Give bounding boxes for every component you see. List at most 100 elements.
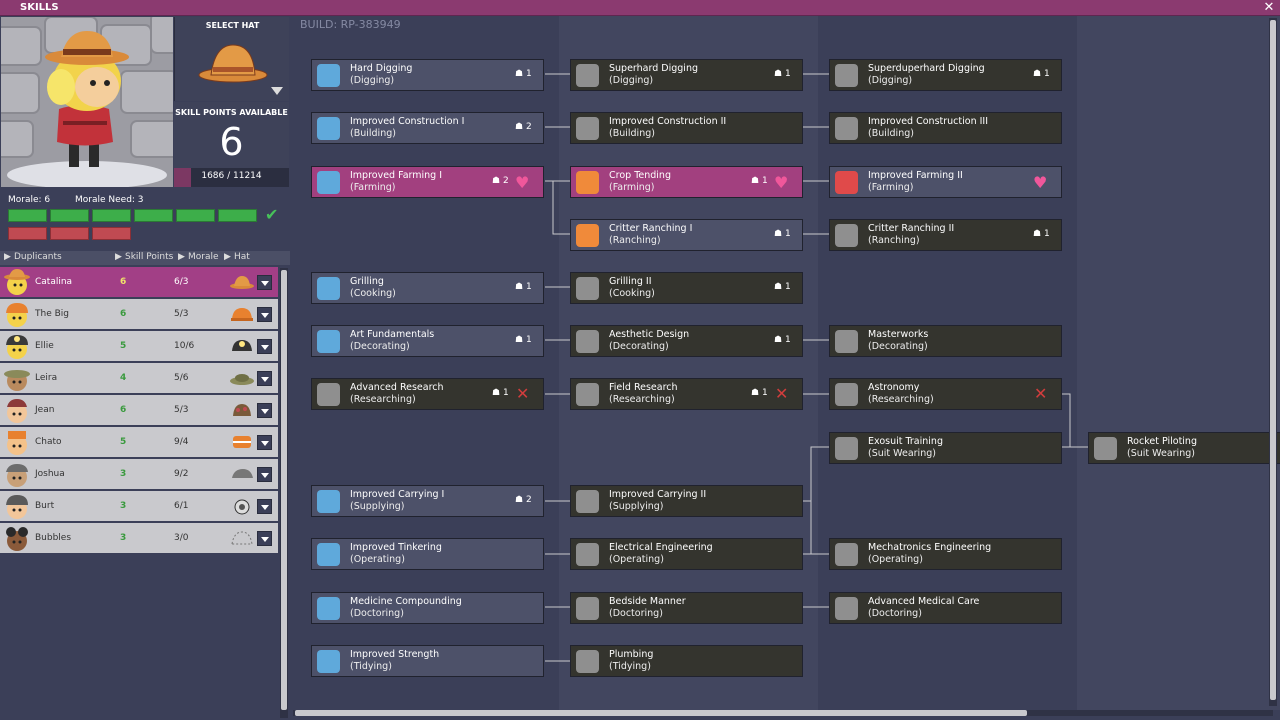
skill-mechatronics-engineering[interactable]: Mechatronics Engineering (Operating) [829, 538, 1062, 570]
skill-group: (Operating) [609, 554, 664, 565]
skill-electrical-engineering[interactable]: Electrical Engineering (Operating) [570, 538, 803, 570]
title-bar: SKILLS ✕ [0, 0, 1280, 16]
skill-count: ☗ 1 [1033, 229, 1050, 239]
morale-segment [176, 209, 215, 222]
duplicant-row[interactable]: Burt 3 6/1 [0, 491, 278, 522]
hat-dropdown-icon[interactable] [271, 87, 283, 95]
hat-dropdown-button[interactable] [257, 371, 272, 386]
skill-group: (Operating) [868, 554, 923, 565]
skill-tree-vertical-scrollbar[interactable] [1269, 18, 1277, 706]
skill-superhard-digging[interactable]: Superhard Digging (Digging) ☗ 1 [570, 59, 803, 91]
duplicant-row[interactable]: The Big 6 5/3 [0, 299, 278, 330]
skill-improved-farming-1[interactable]: Improved Farming I (Farming) ☗ 2 ♥ [311, 166, 544, 198]
skill-count: ☗ 1 [1033, 69, 1050, 79]
duplicant-count-icon: ☗ [774, 229, 783, 239]
skill-tree-horizontal-scrollbar[interactable] [293, 710, 1273, 716]
duplicant-avatar [6, 335, 28, 359]
suit-icon [1094, 437, 1117, 460]
duplicant-row[interactable]: Bubbles 3 3/0 [0, 523, 278, 554]
duplicant-list-scrollbar[interactable] [280, 268, 288, 718]
duplicant-name: Burt [35, 501, 55, 511]
skill-astronomy[interactable]: Astronomy (Researching) ✕ [829, 378, 1062, 410]
skill-medicine-compounding[interactable]: Medicine Compounding (Doctoring) [311, 592, 544, 624]
duplicant-avatar [7, 431, 27, 455]
skill-name: Superduperhard Digging [868, 63, 985, 74]
duplicant-row[interactable]: Catalina 6 6/3 [0, 267, 278, 298]
skill-aesthetic-design[interactable]: Aesthetic Design (Decorating) ☗ 1 [570, 325, 803, 357]
hat-dropdown-button[interactable] [257, 531, 272, 546]
skill-name: Field Research [609, 382, 678, 393]
skill-improved-construction-3[interactable]: Improved Construction III (Building) [829, 112, 1062, 144]
skill-group: (Operating) [350, 554, 405, 565]
skill-grilling[interactable]: Grilling (Cooking) ☗ 1 [311, 272, 544, 304]
duplicant-portrait [1, 17, 173, 187]
skill-advanced-research[interactable]: Advanced Research (Researching) ☗ 1 ✕ [311, 378, 544, 410]
skill-improved-tinkering[interactable]: Improved Tinkering (Operating) [311, 538, 544, 570]
duplicant-count-icon: ☗ [1033, 229, 1042, 239]
skill-field-research[interactable]: Field Research (Researching) ☗ 1 ✕ [570, 378, 803, 410]
close-icon[interactable]: ✕ [1263, 0, 1275, 15]
skill-improved-construction-2[interactable]: Improved Construction II (Building) [570, 112, 803, 144]
duplicant-count-icon: ☗ [515, 335, 524, 345]
duplicant-row[interactable]: Jean 6 5/3 [0, 395, 278, 426]
straw-hat-icon [230, 276, 254, 289]
hat-dropdown-button[interactable] [257, 275, 272, 290]
critter-icon [835, 224, 858, 247]
paintbrush-icon [576, 330, 599, 353]
duplicant-row[interactable]: Leira 4 5/6 [0, 363, 278, 394]
sort-morale[interactable]: Morale [188, 252, 219, 262]
scrollbar-thumb[interactable] [281, 270, 287, 710]
sort-skill-points[interactable]: Skill Points [125, 252, 174, 262]
skill-critter-ranching-2[interactable]: Critter Ranching II (Ranching) ☗ 1 [829, 219, 1062, 251]
skill-group: (Cooking) [609, 288, 655, 299]
skill-improved-carrying-1[interactable]: Improved Carrying I (Supplying) ☗ 2 [311, 485, 544, 517]
skill-art-fundamentals[interactable]: Art Fundamentals (Decorating) ☗ 1 [311, 325, 544, 357]
duplicant-row[interactable]: Chato 5 9/4 [0, 427, 278, 458]
hat-dropdown-button[interactable] [257, 499, 272, 514]
duplicant-count-icon: ☗ [774, 282, 783, 292]
duplicant-count-icon: ☗ [492, 176, 501, 186]
scrollbar-thumb[interactable] [1270, 20, 1276, 700]
pickaxe-icon [317, 64, 340, 87]
skill-count: ☗ 1 [515, 282, 532, 292]
skill-improved-strength[interactable]: Improved Strength (Tidying) [311, 645, 544, 677]
skill-exosuit-training[interactable]: Exosuit Training (Suit Wearing) [829, 432, 1062, 464]
skill-hard-digging[interactable]: Hard Digging (Digging) ☗ 1 [311, 59, 544, 91]
scrollbar-thumb[interactable] [295, 710, 1027, 716]
skill-group: (Researching) [609, 394, 675, 405]
sort-duplicants[interactable]: Duplicants [14, 252, 62, 262]
duplicant-row[interactable]: Joshua 3 9/2 [0, 459, 278, 490]
duplicant-morale: 6/3 [174, 277, 189, 287]
hat-dropdown-button[interactable] [257, 435, 272, 450]
skill-masterworks[interactable]: Masterworks (Decorating) [829, 325, 1062, 357]
hat-dropdown-button[interactable] [257, 467, 272, 482]
skill-crop-tending[interactable]: Crop Tending (Farming) ☗ 1 ♥ [570, 166, 803, 198]
morale-label: Morale: 6 [8, 195, 51, 205]
skill-count: ☗ 1 [774, 335, 791, 345]
skill-critter-ranching-1[interactable]: Critter Ranching I (Ranching) ☗ 1 [570, 219, 803, 251]
hat-selector[interactable]: SELECT HAT [174, 17, 289, 101]
skill-grilling-2[interactable]: Grilling II (Cooking) ☗ 1 [570, 272, 803, 304]
medicine-icon [317, 597, 340, 620]
duplicant-count-icon: ☗ [515, 495, 524, 505]
hat-dropdown-button[interactable] [257, 403, 272, 418]
skill-improved-farming-2[interactable]: Improved Farming II (Farming) ♥ [829, 166, 1062, 198]
sort-hat[interactable]: Hat [234, 252, 250, 262]
duplicant-row[interactable]: Ellie 5 10/6 [0, 331, 278, 362]
skill-improved-construction-1[interactable]: Improved Construction I (Building) ☗ 2 [311, 112, 544, 144]
hat-dropdown-button[interactable] [257, 339, 272, 354]
skill-superduperhard-digging[interactable]: Superduperhard Digging (Digging) ☗ 1 [829, 59, 1062, 91]
duplicant-morale: 9/2 [174, 469, 189, 479]
skill-name: Art Fundamentals [350, 329, 435, 340]
morale-segment [50, 209, 89, 222]
skill-bedside-manner[interactable]: Bedside Manner (Doctoring) [570, 592, 803, 624]
skill-plumbing[interactable]: Plumbing (Tidying) [570, 645, 803, 677]
skill-advanced-medical-care[interactable]: Advanced Medical Care (Doctoring) [829, 592, 1062, 624]
skill-rocket-piloting[interactable]: Rocket Piloting (Suit Wearing) [1088, 432, 1280, 464]
build-label: BUILD: RP-383949 [300, 18, 401, 31]
checkmark-icon: ✔ [265, 205, 279, 224]
skill-improved-carrying-2[interactable]: Improved Carrying II (Supplying) [570, 485, 803, 517]
heart-icon: ♥ [515, 173, 530, 192]
hat-dropdown-button[interactable] [257, 307, 272, 322]
select-hat-label: SELECT HAT [205, 21, 260, 30]
